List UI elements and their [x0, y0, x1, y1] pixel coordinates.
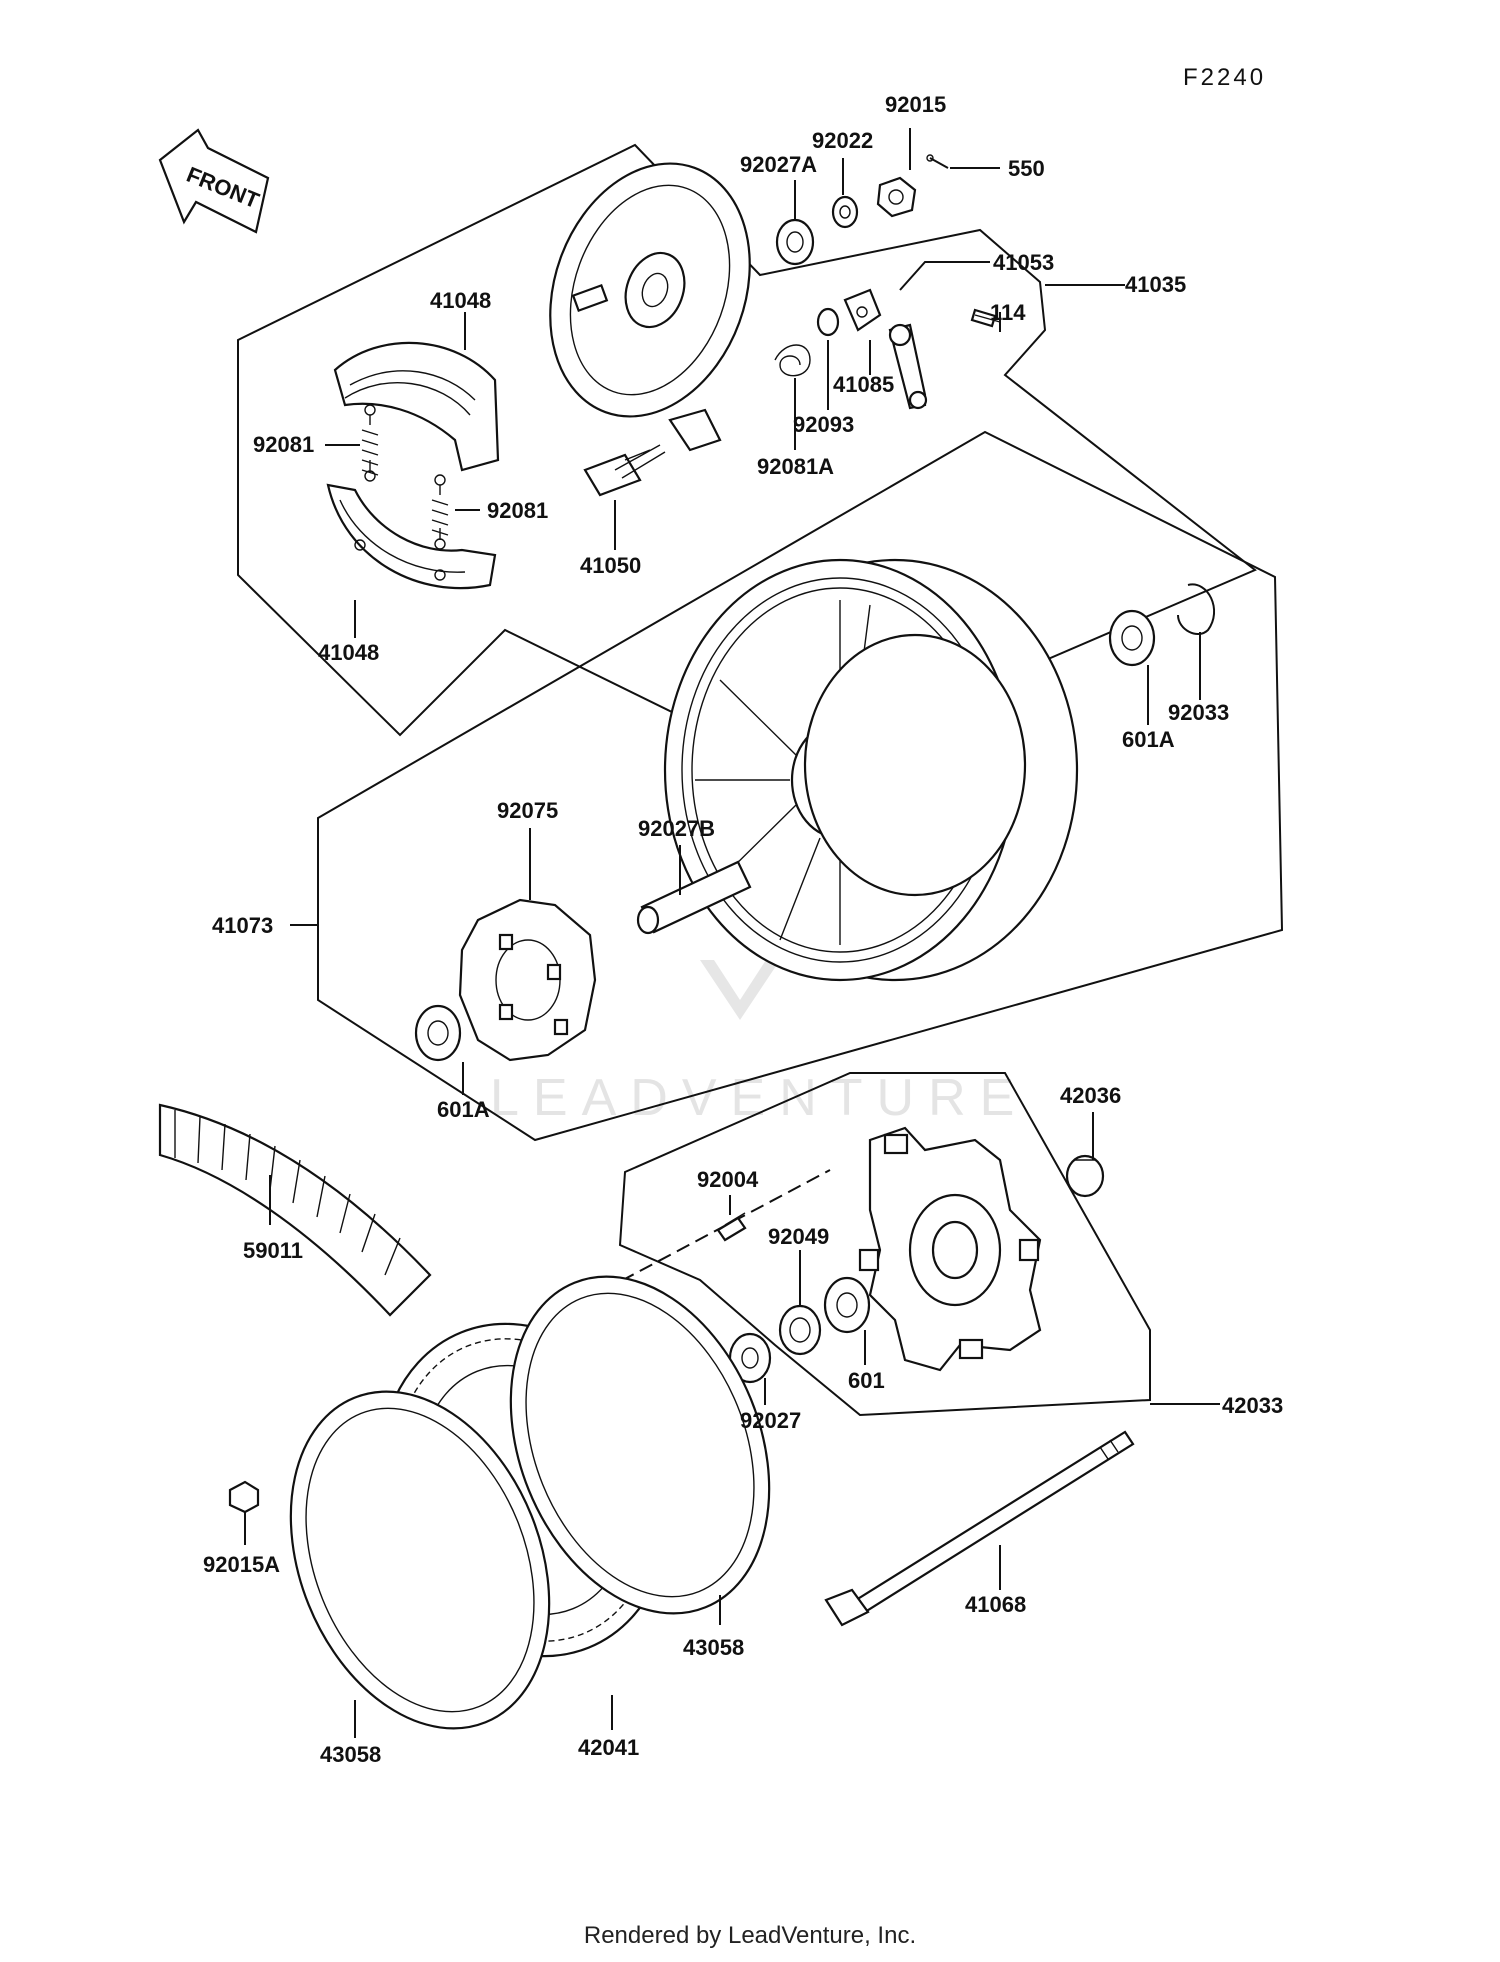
label-92075: 92075: [497, 798, 558, 823]
bearing-601A-right: [1108, 609, 1156, 667]
label-92004: 92004: [697, 1167, 759, 1192]
brake-spring-left: [361, 404, 379, 482]
wheel-assembly-outline: [317, 430, 1284, 1142]
label-601: 601: [848, 1368, 885, 1393]
label-41085: 41085: [833, 372, 894, 397]
label-41035: 41035: [1125, 272, 1186, 297]
label-92093: 92093: [793, 412, 854, 437]
coupling-damper-92075: [458, 898, 597, 1062]
label-41068: 41068: [965, 1592, 1026, 1617]
label-41050: 41050: [580, 553, 641, 578]
bearing-601A-left: [414, 1004, 462, 1062]
stud-92004: [716, 1212, 747, 1242]
label-92015: 92015: [885, 92, 946, 117]
brake-shoe-bottom: [326, 483, 497, 590]
axle-centerline: [509, 1169, 831, 1341]
axle-41068: [824, 1430, 1135, 1627]
label-42033: 42033: [1222, 1393, 1283, 1418]
nut-92015A: [228, 1480, 260, 1514]
cover-43058-right: [509, 1275, 771, 1615]
seal-92049: [778, 1304, 822, 1356]
damper-42036: [1065, 1154, 1105, 1198]
drive-belt-59011: [158, 1103, 432, 1317]
footer-credit: Rendered by LeadVenture, Inc.: [583, 1922, 917, 1949]
part-labels: 92015 92022 92027A 550 41053 114 41035 4…: [203, 92, 1283, 1767]
label-92049: 92049: [768, 1224, 829, 1249]
label-41048-bottom: 41048: [318, 640, 379, 665]
label-43058-right: 43058: [683, 1635, 744, 1660]
label-41073: 41073: [212, 913, 273, 938]
sprocket-hub-42033: [858, 1126, 1042, 1372]
label-92081A: 92081A: [757, 454, 834, 479]
label-601A-left: 601A: [437, 1097, 490, 1122]
label-43058-left: 43058: [320, 1742, 381, 1767]
brake-cam: [583, 444, 666, 497]
indicator-41085: [843, 288, 882, 332]
leader-lines: [244, 128, 1220, 1738]
label-114: 114: [990, 300, 1026, 325]
cotter-pin-550: [926, 154, 949, 169]
seal-92093: [816, 307, 840, 337]
spring-92081A: [774, 344, 811, 377]
bearing-601: [823, 1276, 871, 1334]
label-42041: 42041: [578, 1735, 639, 1760]
label-92027B: 92027B: [638, 816, 715, 841]
label-92027: 92027: [740, 1408, 801, 1433]
label-92081-left: 92081: [253, 432, 314, 457]
label-92027A: 92027A: [740, 152, 817, 177]
washer-92022: [831, 195, 859, 229]
label-92033: 92033: [1168, 700, 1229, 725]
label-550: 550: [1008, 156, 1045, 181]
brake-lever-41053: [888, 323, 928, 410]
label-92081-right: 92081: [487, 498, 548, 523]
label-601A-right: 601A: [1122, 727, 1175, 752]
label-92022: 92022: [812, 128, 873, 153]
label-92015A: 92015A: [203, 1552, 280, 1577]
front-arrow-icon: FRONT: [158, 128, 270, 234]
circlip-92033: [1177, 583, 1215, 635]
bolt-114: [970, 308, 1001, 328]
brake-shoe-top: [333, 341, 500, 472]
label-41053: 41053: [993, 250, 1054, 275]
nut-92015: [876, 176, 917, 218]
brake-panel: [549, 162, 751, 452]
cover-43058-left: [289, 1390, 551, 1730]
label-59011: 59011: [243, 1238, 303, 1263]
label-41048-top: 41048: [430, 288, 491, 313]
collar-92027B: [636, 860, 752, 935]
cast-wheel: [663, 558, 1079, 982]
brake-panel-assembly-outline: [237, 143, 1257, 772]
brake-spring-right: [431, 474, 449, 550]
collar-92027A: [775, 218, 815, 266]
figure-code: F2240: [1183, 64, 1266, 91]
hub-assembly-outline: [618, 1072, 1151, 1417]
label-42036: 42036: [1060, 1083, 1121, 1108]
